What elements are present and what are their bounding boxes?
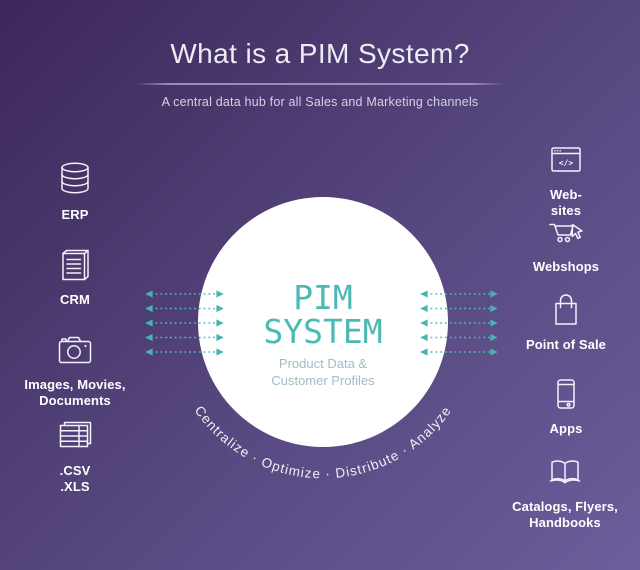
node-label-line: .CSV (59, 463, 91, 478)
pim-title-line: PIM (293, 278, 353, 317)
node-label-line: Handbooks (529, 515, 601, 530)
pim-title-line: SYSTEM (263, 312, 383, 351)
pim-title: PIM SYSTEM (193, 281, 453, 349)
channel-point-of-sale: Point of Sale (501, 288, 631, 353)
node-label-line: sites (550, 203, 582, 218)
pim-subtitle-line: Product Data & (278, 356, 368, 371)
node-label-line: Web- (550, 187, 582, 202)
node-label-line: Documents (39, 393, 111, 408)
pim-circle (198, 197, 448, 447)
node-label-line: CRM (60, 292, 90, 307)
node-label: .CSV .XLS (60, 463, 91, 495)
source-crm: CRM (10, 243, 140, 308)
node-label: Web- sites (550, 187, 582, 219)
node-label: Apps (550, 421, 583, 437)
channel-webshops: Webshops (501, 210, 631, 275)
node-label: Images, Movies, Documents (24, 377, 125, 409)
pim-system-label: PIM SYSTEM Product Data & Customer Profi… (193, 281, 453, 389)
smartphone-icon (557, 379, 575, 409)
node-label-line: .XLS (60, 479, 90, 494)
spreadsheet-icon (59, 421, 92, 448)
notebook-icon (62, 249, 89, 281)
page-subtitle: A central data hub for all Sales and Mar… (161, 95, 479, 109)
open-book-icon (549, 460, 581, 484)
node-label-line: Point of Sale (525, 337, 607, 352)
pim-subtitle-line: Customer Profiles (271, 372, 375, 388)
cart-cursor-icon (549, 223, 583, 243)
camera-icon (58, 336, 92, 364)
page-title: What is a PIM System? (170, 38, 470, 69)
browser-code-icon: </> (551, 147, 581, 172)
channel-print: Catalogs, Flyers, Handbooks (500, 450, 630, 531)
database-icon (61, 162, 89, 194)
code-glyph: </> (559, 159, 574, 168)
node-label: ERP (61, 207, 88, 223)
pim-subtitle: Product Data & Customer Profiles (193, 356, 453, 389)
source-erp: ERP (10, 158, 140, 223)
flow-arrows-left (145, 290, 224, 356)
node-label-line: ERP (61, 207, 89, 222)
node-label: Point of Sale (526, 337, 606, 353)
node-label: Webshops (533, 259, 599, 275)
node-label-line: Images, Movies, (24, 377, 126, 392)
channel-websites: </> Web- sites (501, 138, 631, 219)
node-label-line: Webshops (532, 259, 600, 274)
node-label: CRM (60, 292, 90, 308)
shopping-bag-icon (555, 294, 577, 325)
title-divider (135, 83, 505, 85)
flow-arrows-right (420, 290, 498, 356)
source-files: .CSV .XLS (10, 414, 140, 495)
source-media: Images, Movies, Documents (10, 328, 140, 409)
node-label: Catalogs, Flyers, Handbooks (512, 499, 618, 531)
node-label-line: Apps (549, 421, 583, 436)
channel-apps: Apps (501, 372, 631, 437)
node-label-line: Catalogs, Flyers, (512, 499, 618, 514)
